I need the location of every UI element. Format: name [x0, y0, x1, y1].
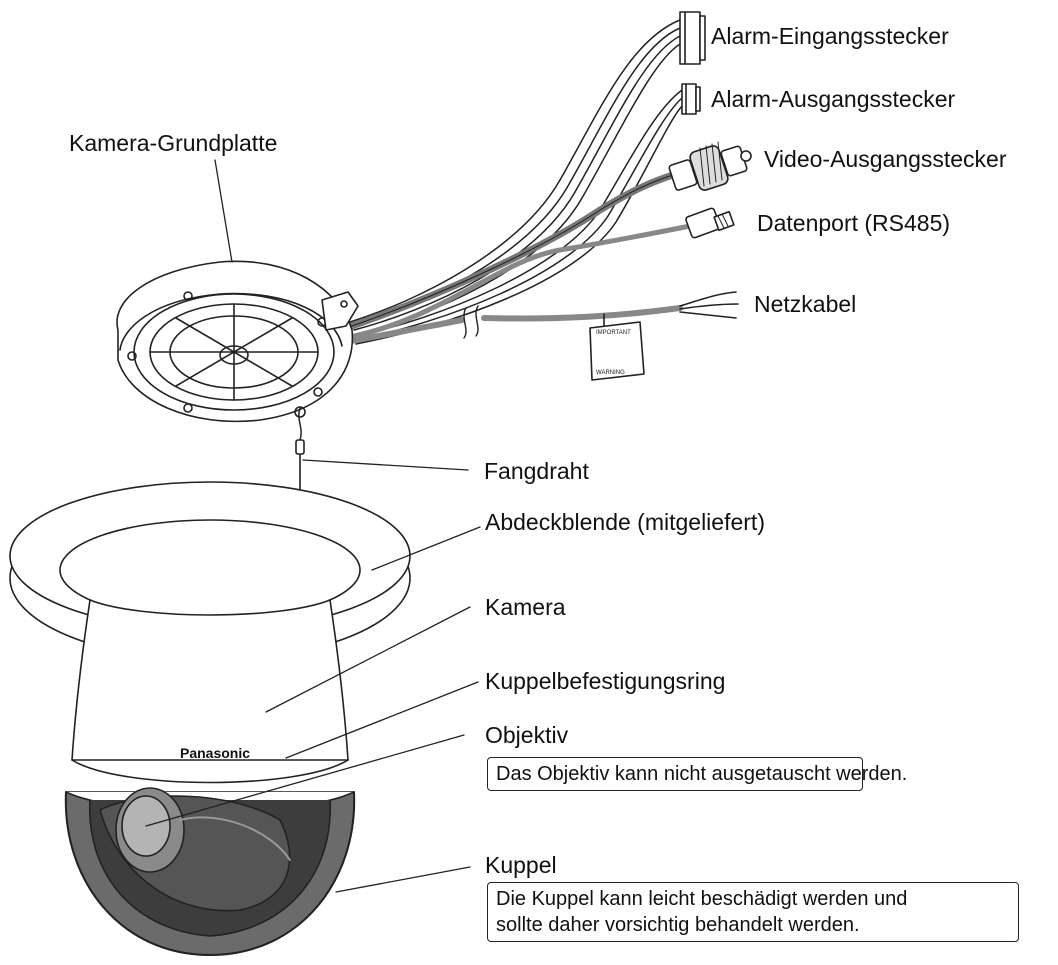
dome-note-line-1: Die Kuppel kann leicht beschädigt werden… — [496, 886, 1010, 912]
warning-tag-bottom-text: WARNING — [596, 370, 625, 376]
base-plate-shape — [117, 261, 358, 500]
dome-note-line-2: sollte daher vorsichtig behandelt werden… — [496, 912, 1010, 938]
data-port-connector-shape — [685, 208, 734, 239]
warning-tag-top-text: IMPORTANT — [596, 330, 631, 336]
label-lens: Objektiv — [485, 722, 568, 748]
label-video-output-connector: Video-Ausgangsstecker — [764, 146, 1007, 172]
alarm-input-connector-shape — [680, 12, 705, 64]
label-camera-base-plate: Kamera-Grundplatte — [69, 130, 277, 156]
label-safety-wire: Fangdraht — [484, 458, 589, 484]
lens-note-text: Das Objektiv kann nicht ausgetauscht wer… — [496, 761, 854, 787]
label-dome: Kuppel — [485, 852, 557, 878]
dome-note: Die Kuppel kann leicht beschädigt werden… — [487, 882, 1019, 942]
label-camera: Kamera — [485, 594, 566, 620]
label-data-port: Datenport (RS485) — [757, 210, 950, 236]
label-alarm-input-connector: Alarm-Eingangsstecker — [711, 23, 949, 49]
brand-logo: Panasonic — [180, 745, 250, 761]
lens-note: Das Objektiv kann nicht ausgetauscht wer… — [487, 757, 863, 791]
alarm-output-connector-shape — [682, 84, 700, 114]
label-cover-trim: Abdeckblende (mitgeliefert) — [485, 509, 765, 535]
dome-shape — [66, 788, 354, 955]
label-alarm-output-connector: Alarm-Ausgangsstecker — [711, 86, 955, 112]
video-connector-shape — [669, 142, 751, 192]
label-dome-ring: Kuppelbefestigungsring — [485, 668, 725, 694]
label-power-cable: Netzkabel — [754, 291, 856, 317]
